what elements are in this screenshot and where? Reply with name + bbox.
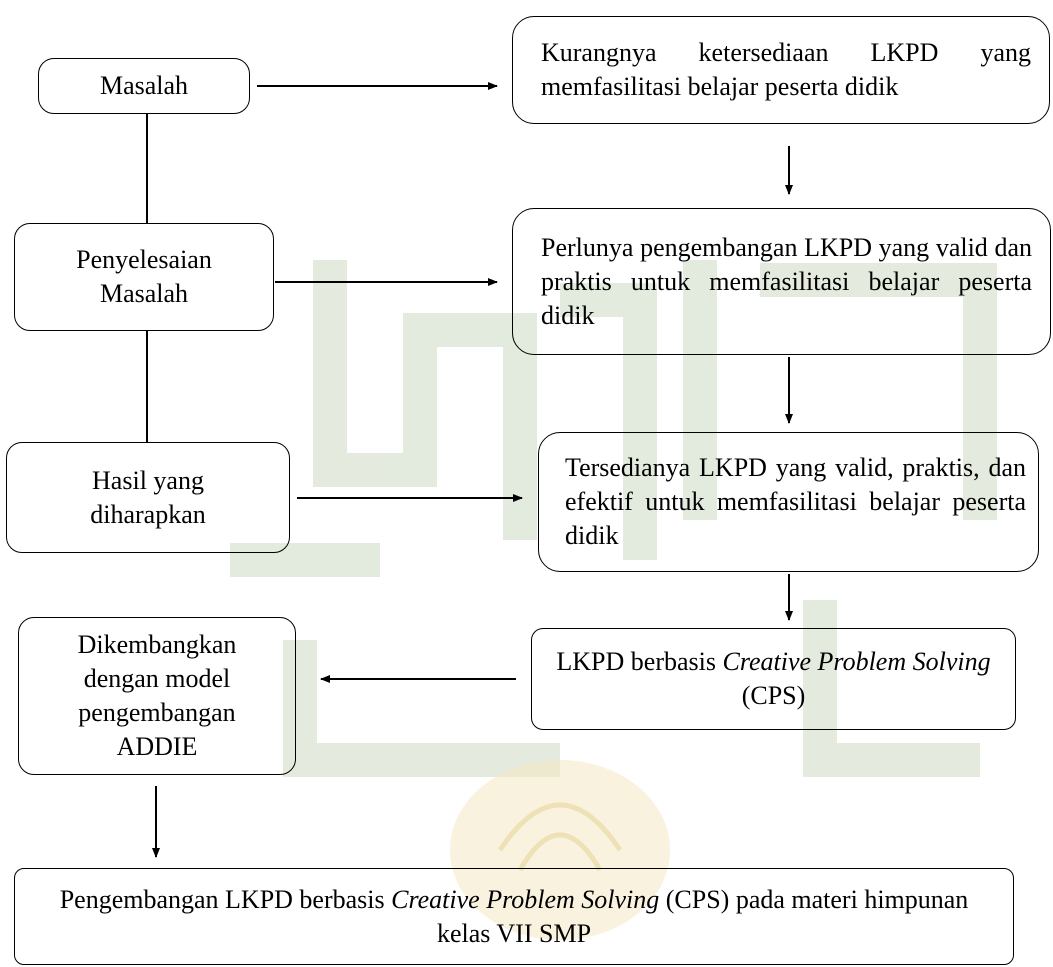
node-hasil-label: Hasil yang diharapkan [90,465,206,529]
lkpd-cps-italic: Creative Problem Solving [722,647,991,676]
pengembangan-suffix: (CPS) pada materi himpunan kelas VII SMP [436,884,969,948]
node-penyelesaian-label: Penyelesaian Masalah [76,245,212,308]
node-tersedianya: Tersedianya LKPD yang valid, praktis, da… [538,432,1039,572]
node-masalah-label: Masalah [99,71,189,100]
node-penyelesaian-masalah: Penyelesaian Masalah [14,223,274,331]
lkpd-cps-suffix: (CPS) [741,681,806,710]
node-kurangnya-label: Kurangnya ketersediaan LKPD yang memfasi… [541,38,1031,101]
node-tersedianya-label: Tersedianya LKPD yang valid, praktis, da… [565,453,1026,550]
node-masalah: Masalah [38,58,250,114]
node-perlunya-label: Perlunya pengembangan LKPD yang valid da… [541,232,1032,330]
node-kurangnya: Kurangnya ketersediaan LKPD yang memfasi… [512,16,1050,124]
pengembangan-italic: Creative Problem Solving [391,884,660,914]
node-dikembangkan-label: Dikembangkan dengan model pengembangan A… [77,630,237,761]
node-lkpd-cps: LKPD berbasis Creative Problem Solving (… [531,628,1016,730]
node-hasil-yang-diharapkan: Hasil yang diharapkan [6,442,290,553]
node-pengembangan-label: Pengembangan LKPD berbasis Creative Prob… [55,883,973,951]
lkpd-cps-prefix: LKPD berbasis [556,647,723,676]
node-pengembangan: Pengembangan LKPD berbasis Creative Prob… [14,868,1014,965]
node-lkpd-cps-label: LKPD berbasis Creative Problem Solving (… [552,645,995,713]
pengembangan-prefix: Pengembangan LKPD berbasis [59,884,392,914]
node-dikembangkan: Dikembangkan dengan model pengembangan A… [18,617,296,775]
node-perlunya: Perlunya pengembangan LKPD yang valid da… [512,208,1051,355]
